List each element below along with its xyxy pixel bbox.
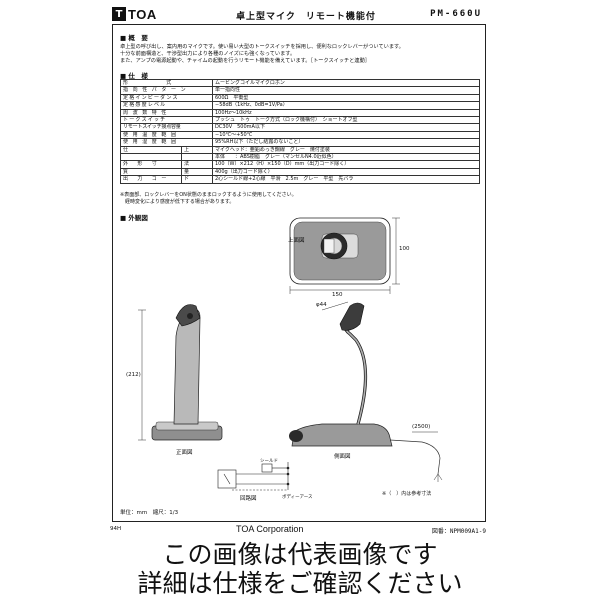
top-view-label: 上面図 (288, 238, 305, 244)
spec-sheet: T TOA 卓上型マイク リモート機能付 PM-660U 概 要 卓上型の呼び出… (110, 6, 486, 540)
dim-width: 150 (332, 292, 343, 298)
product-title: 卓上型マイク リモート機能付 (236, 12, 376, 22)
shield-label: シールド (260, 459, 278, 464)
circuit-diagram (217, 462, 290, 491)
drawing-number: 図番：NPM009A1-9 (431, 528, 486, 535)
company-name: TOA Corporation (236, 524, 304, 534)
caption-line-1: この画像は代表画像です (162, 540, 438, 569)
caption-line-2: 詳細は仕様をご確認ください (137, 569, 463, 598)
spec-table: 形 式ムービングコイルマイクロホン 指 向 性 パ タ ー ン単一指向性 定 格… (120, 78, 480, 184)
reference-note: ※（ ）内は参考寸法 (382, 491, 432, 497)
logo-text: TOA (128, 6, 157, 22)
overview-text: 卓上型の呼び出し、案内用のマイクです。使い易い大型のトークスイッチを採用し、便利… (120, 44, 478, 65)
note-line: ※表面部、ロックレバーをON状態のままロックするように使用してください。 (120, 192, 297, 198)
section-external-view: 外観図 (120, 212, 148, 222)
left-code: 94H (110, 526, 122, 532)
note-line: 経時変化により感度が低下する場合があります。 (120, 199, 235, 205)
overview-line: 卓上型の呼び出し、案内用のマイクです。使い易い大型のトークスイッチを採用し、便利… (120, 44, 404, 50)
toa-logo-icon: T (112, 7, 126, 21)
side-view-drawing (289, 301, 443, 482)
front-view-label: 正面図 (176, 450, 193, 456)
overview-line: 十分な前面構造と、干渉型出力により各種のノイズにも強くなっています。 (120, 51, 296, 57)
spec-frame (112, 24, 486, 522)
spec-notes: ※表面部、ロックレバーをON状態のままロックするように使用してください。 経時変… (120, 192, 297, 206)
dim-depth: 100 (399, 246, 410, 252)
circuit-label: 回路図 (240, 496, 257, 502)
section-overview: 概 要 (120, 32, 148, 42)
side-view-label: 側面図 (334, 454, 351, 460)
body-earth-label: ボディーアース (282, 495, 313, 500)
toa-logo: T TOA (112, 6, 157, 22)
section-specs: 仕 様 (120, 70, 148, 80)
dim-height: (212) (126, 372, 141, 378)
model-number: PM-660U (430, 9, 482, 19)
dim-cord: (2500) (412, 424, 431, 430)
top-view-drawing (289, 217, 400, 294)
external-view-drawing (138, 217, 443, 491)
scale-label: 単位：mm 縮尺：1/3 (120, 510, 179, 516)
overview-line: また、アンプの電源起動や、チャイムの起動を行うリモート機能を備えています。［トー… (120, 58, 370, 64)
front-view-drawing (138, 304, 223, 441)
dim-head: φ44 (316, 302, 327, 308)
